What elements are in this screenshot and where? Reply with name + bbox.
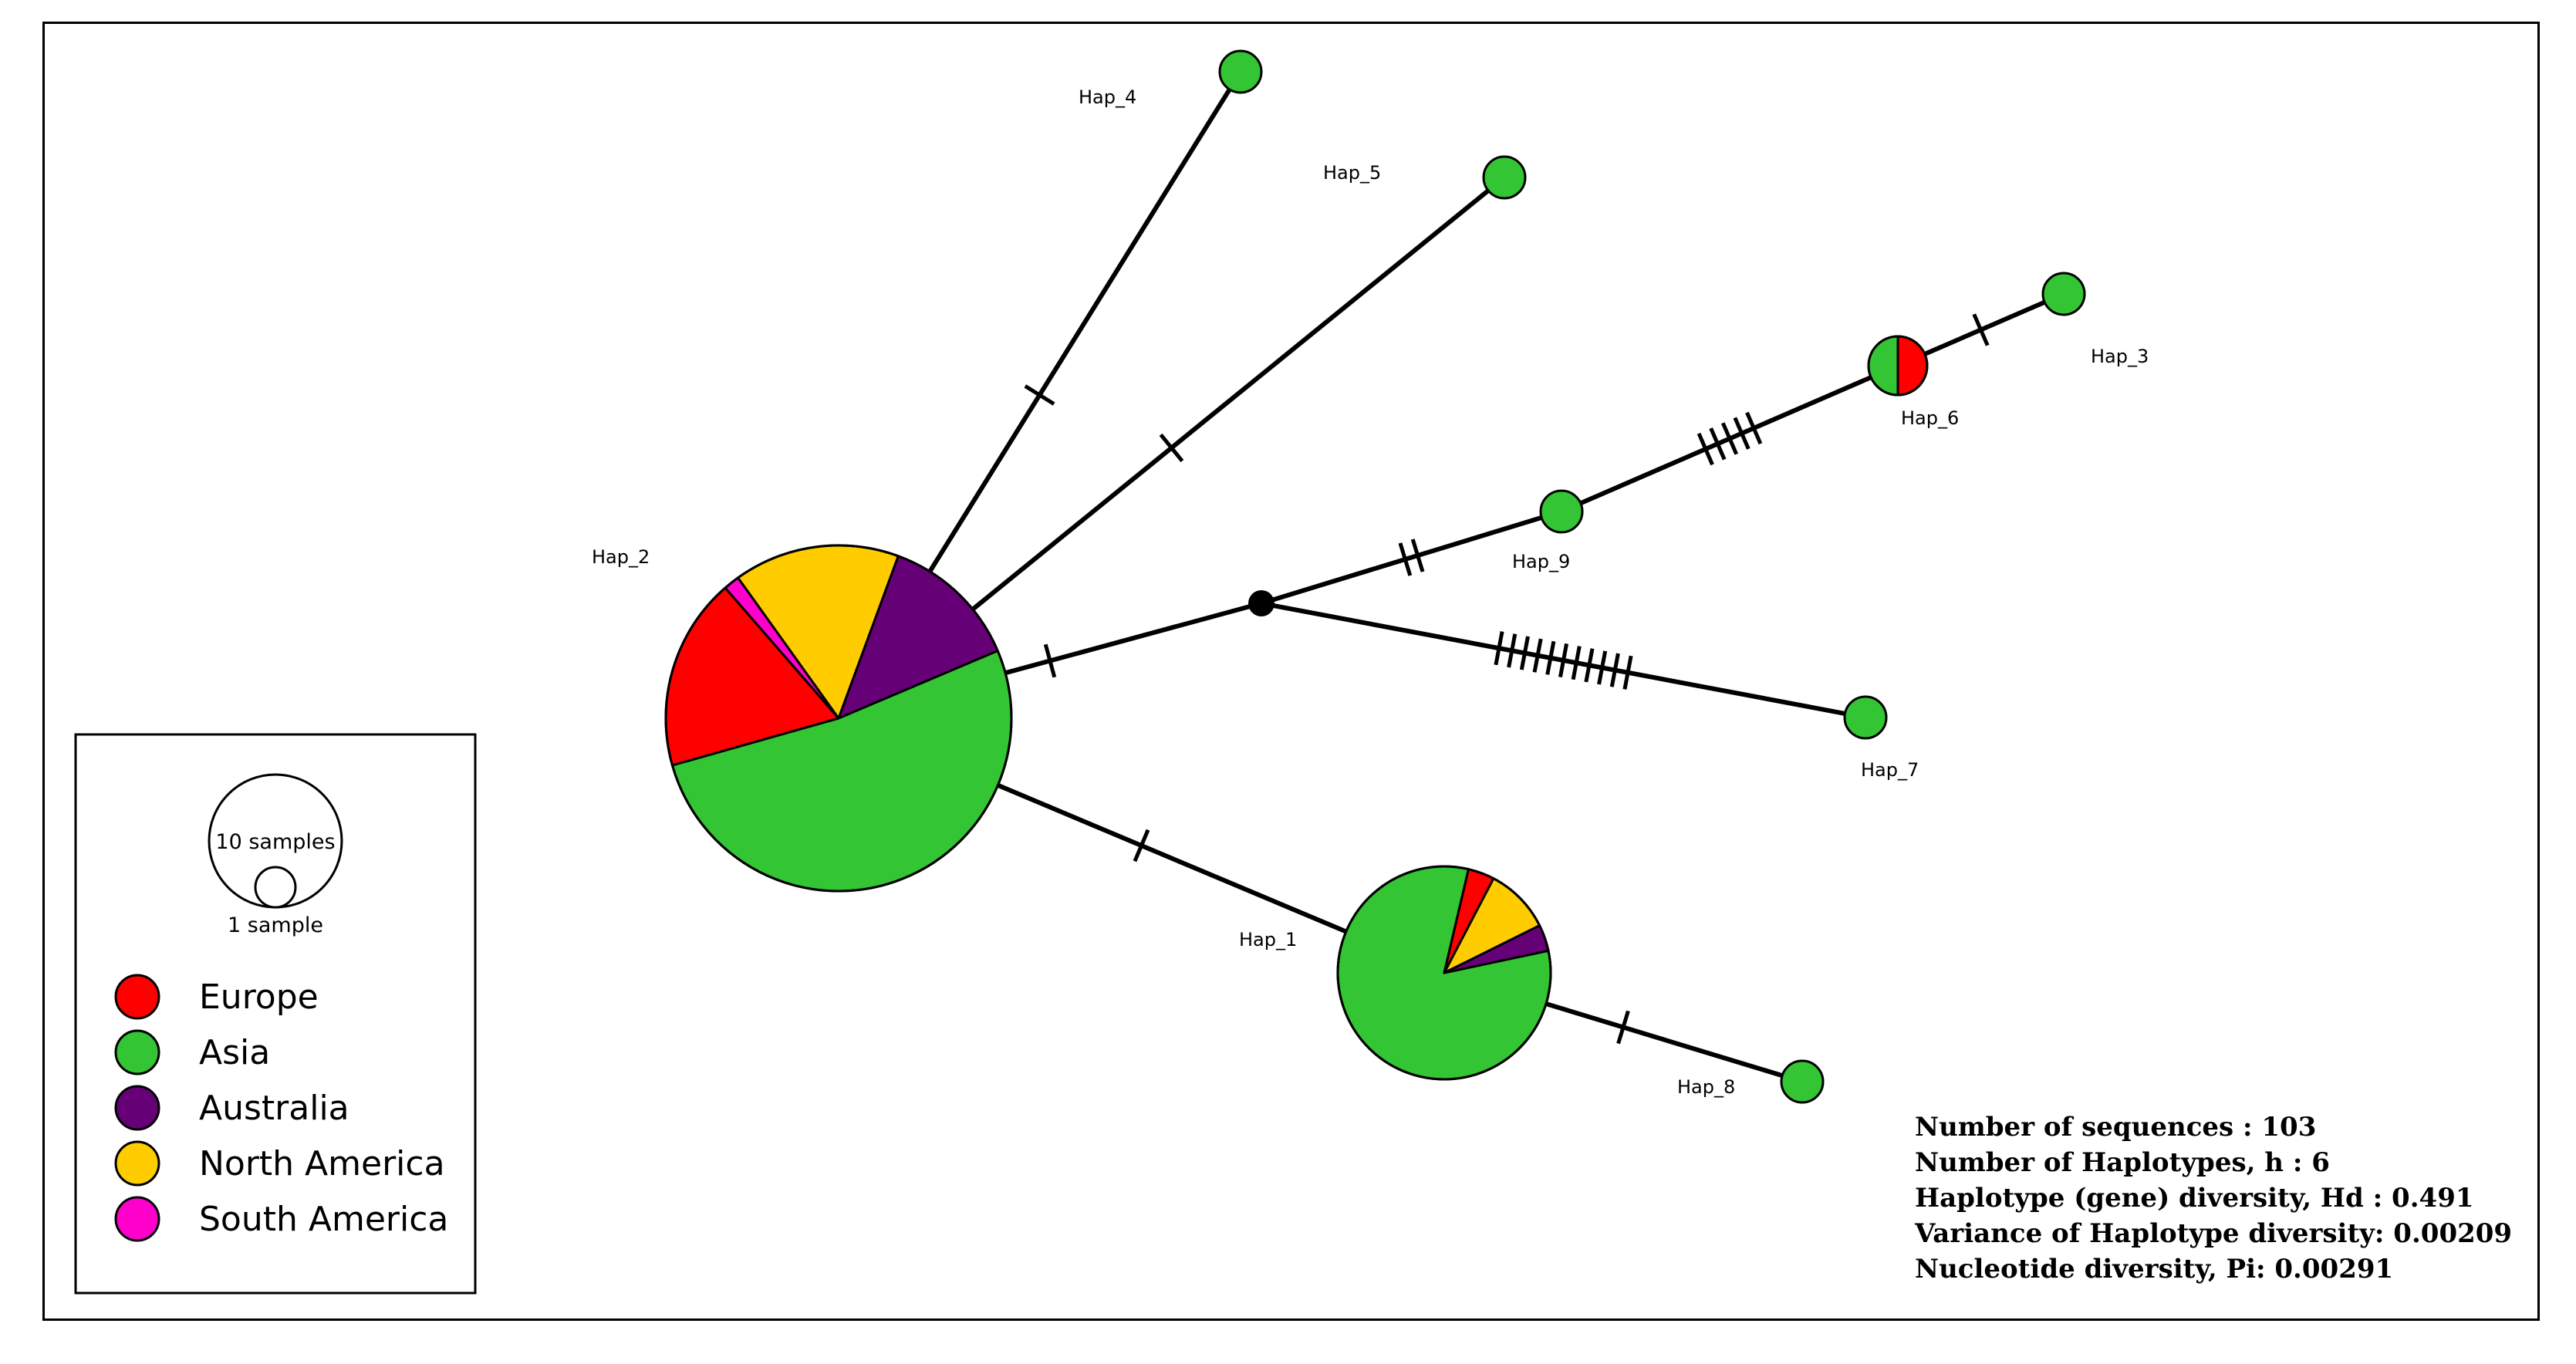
haplotype-labels: Hap_1 Hap_2 Hap_3 Hap_4Hap_5Hap_6Hap_7Hap_8… [592, 86, 2149, 1098]
pie-slice-asia [1482, 155, 1527, 200]
mutation-mark [1024, 384, 1055, 406]
mutation-mark [1709, 427, 1727, 461]
mutation-mark [1616, 1010, 1630, 1045]
mutation-mark [1545, 640, 1556, 675]
pie-slice-asia [1218, 49, 1263, 94]
label-hap-1: Hap_1 [1239, 929, 1297, 950]
pie-slice-asia [1539, 489, 1584, 534]
label-hap-8: Hap_8 [1677, 1076, 1735, 1098]
size-label-small: 1 sample [228, 913, 323, 937]
size-label-large: 10 samples [215, 830, 335, 854]
mutation-mark [1622, 655, 1633, 690]
mutation-mark [1494, 631, 1504, 666]
legend-swatch-north-america [114, 1140, 160, 1187]
node-hap-8 [1780, 1059, 1825, 1104]
node-outline [1867, 335, 1929, 397]
pie-slice-asia [1780, 1059, 1825, 1104]
summary-statistics: Number of sequences : 103 Number of Hapl… [1914, 1112, 2512, 1285]
node-hap-3 [2041, 272, 2086, 316]
pie-slice-asia [1867, 335, 1899, 397]
legend-label-europe: Europe [199, 977, 319, 1017]
mutation-mark [1532, 638, 1543, 673]
label-hap-7: Hap_7 [1861, 759, 1919, 781]
node-hap-4 [1218, 49, 1263, 94]
mutation-mark [1733, 417, 1751, 450]
pie-slice-europe [1896, 335, 1929, 397]
mutation-mark [1558, 643, 1569, 678]
label-hap-3: Hap_3 [2091, 346, 2149, 367]
mutation-mark [1133, 829, 1150, 863]
legend-label-north-america: North America [199, 1144, 445, 1183]
mutation-mark [1597, 650, 1608, 685]
node-hap-2 [664, 544, 1013, 893]
mutation-mark [1571, 646, 1582, 680]
stat-hd: Haplotype (gene) diversity, Hd : 0.491 [1915, 1183, 2474, 1214]
label-hap-5: Hap_5 [1323, 162, 1381, 184]
mutation-mark [1697, 432, 1714, 466]
mutation-mark [1043, 643, 1057, 678]
mutation-mark [1519, 636, 1530, 670]
node-hap-5 [1482, 155, 1527, 200]
label-hap-9: Hap_9 [1512, 551, 1570, 572]
label-hap-6: Hap_6 [1901, 407, 1959, 429]
legend-swatch-europe [114, 974, 160, 1020]
median-vector-node [1248, 590, 1274, 616]
mutation-mark [1972, 313, 1990, 346]
legend-swatch-asia [114, 1029, 160, 1075]
stat-haplotypes: Number of Haplotypes, h : 6 [1915, 1147, 2330, 1178]
mutation-mark [1398, 542, 1413, 576]
stat-pi: Nucleotide diversity, Pi: 0.00291 [1915, 1254, 2393, 1285]
node-hap-6 [1867, 335, 1929, 397]
pie-slice-asia [2041, 272, 2086, 316]
mutation-mark [1507, 633, 1518, 668]
stat-sequences: Number of sequences : 103 [1915, 1112, 2316, 1143]
legend: 10 samples 1 sample EuropeAsiaAustraliaN… [74, 733, 477, 1295]
network-nodes [664, 49, 2086, 1104]
edge-median-hap9 [1261, 509, 1562, 606]
stat-variance: Variance of Haplotype diversity: 0.00209 [1914, 1218, 2512, 1249]
legend-label-asia: Asia [199, 1033, 270, 1072]
node-hap-1 [1336, 865, 1552, 1081]
mutation-mark [1609, 653, 1620, 687]
mutation-mark [1720, 422, 1739, 455]
node-hap-7 [1843, 695, 1888, 740]
size-circle-small [254, 866, 297, 909]
node-outline [664, 544, 1013, 893]
label-hap-2: Hap_2 [592, 546, 650, 568]
label-hap-4: Hap_4 [1079, 86, 1136, 108]
node-outline [1336, 865, 1552, 1081]
legend-swatch-south-america [114, 1196, 160, 1242]
legend-swatch-australia [114, 1085, 160, 1131]
mutation-mark [1410, 539, 1425, 572]
legend-label-south-america: South America [199, 1200, 448, 1239]
mutation-mark [1584, 648, 1595, 683]
pie-slice-asia [1843, 695, 1888, 740]
mutation-mark [1745, 411, 1763, 445]
mutation-mark [1159, 433, 1184, 463]
legend-label-australia: Australia [199, 1089, 349, 1128]
node-hap-9 [1539, 489, 1584, 534]
